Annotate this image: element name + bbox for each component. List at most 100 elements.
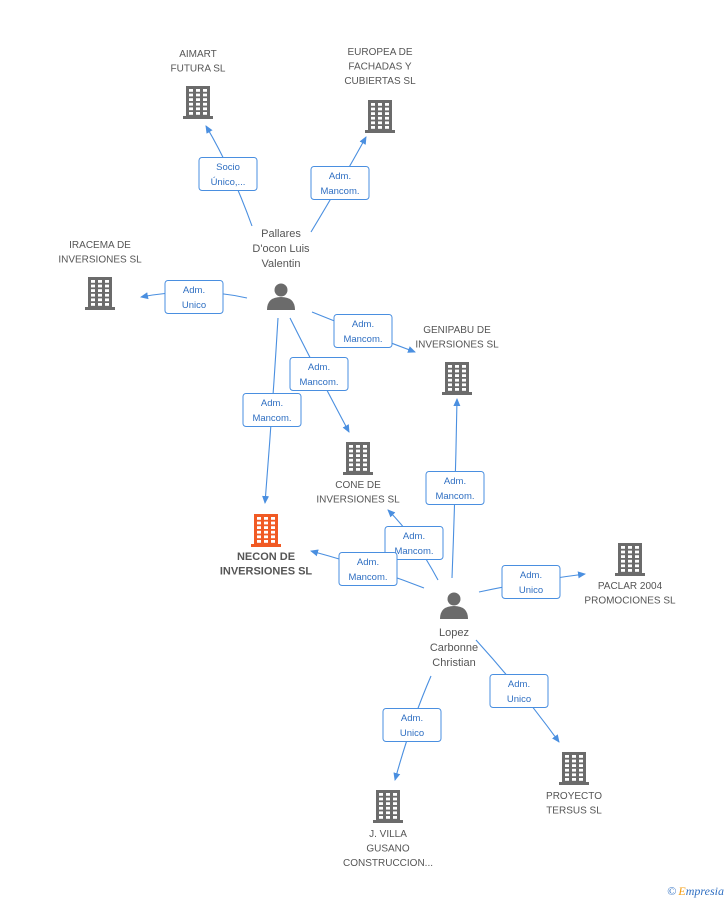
node-label-lopez: Christian (432, 657, 475, 669)
node-label-proyecto: TERSUS SL (546, 806, 602, 817)
person-icon[interactable] (440, 592, 468, 620)
edge-label-text: Adm. (183, 285, 205, 296)
edge-label-e12[interactable]: Adm. Unico (382, 708, 442, 742)
edge-label-text: Mancom. (252, 413, 291, 424)
node-label-paclar: PACLAR 2004 (598, 581, 663, 592)
edge-label-box[interactable] (289, 357, 349, 391)
edge-label-e10[interactable]: Adm. Unico (501, 565, 561, 599)
edge-label-box[interactable] (382, 708, 442, 742)
node-label-pallares: Valentin (262, 258, 301, 270)
building-icon[interactable] (559, 752, 589, 785)
node-label-villa: GUSANO (366, 844, 410, 855)
edge-label-box[interactable] (501, 565, 561, 599)
edge-label-box[interactable] (242, 393, 302, 427)
node-label-proyecto: PROYECTO (546, 791, 602, 802)
building-icon[interactable] (615, 543, 645, 576)
edge-labels-layer: SocioÚnico,...Adm.Mancom.Adm.UnicoAdm.Ma… (164, 157, 561, 742)
node-label-aimart: FUTURA SL (170, 64, 225, 75)
node-label-iracema: IRACEMA DE (69, 240, 131, 251)
edge-label-e2[interactable]: Adm. Mancom. (310, 166, 370, 200)
node-villa[interactable]: J. VILLAGUSANOCONSTRUCCION... (343, 790, 433, 869)
building-icon[interactable] (251, 514, 281, 547)
edge-label-text: Adm. (308, 362, 330, 373)
node-label-europea: CUBIERTAS SL (344, 76, 416, 87)
edge-label-e9[interactable]: Adm. Mancom. (338, 552, 398, 586)
edge-label-e11[interactable]: Adm. Unico (489, 674, 549, 708)
edge-label-text: Adm. (403, 531, 425, 542)
building-icon[interactable] (85, 277, 115, 310)
brand-logo: ©Empresia (667, 884, 724, 899)
edge-label-box[interactable] (198, 157, 258, 191)
edge-label-e6[interactable]: Adm. Mancom. (242, 393, 302, 427)
edge-label-box[interactable] (489, 674, 549, 708)
edge-label-text: Socio (216, 162, 240, 173)
edge-label-e5[interactable]: Adm. Mancom. (289, 357, 349, 391)
edge-label-e8[interactable]: Adm. Mancom. (384, 526, 444, 560)
building-icon[interactable] (343, 442, 373, 475)
edge-label-text: Adm. (357, 557, 379, 568)
node-label-paclar: PROMOCIONES SL (584, 596, 676, 607)
edge-label-text: Adm. (520, 570, 542, 581)
edge-label-box[interactable] (338, 552, 398, 586)
edge-label-box[interactable] (333, 314, 393, 348)
brand-name: mpresia (685, 884, 724, 898)
edge-label-text: Mancom. (299, 377, 338, 388)
node-label-lopez: Carbonne (430, 642, 478, 654)
edge-label-text: Adm. (508, 679, 530, 690)
brand-initial: E (678, 884, 686, 898)
edge-label-box[interactable] (310, 166, 370, 200)
person-icon[interactable] (267, 283, 295, 311)
edge-label-text: Unico (507, 694, 531, 705)
node-label-europea: FACHADAS Y (348, 62, 411, 73)
copyright-symbol: © (667, 884, 677, 898)
edge-label-box[interactable] (164, 280, 224, 314)
node-label-villa: CONSTRUCCION... (343, 858, 433, 869)
building-icon[interactable] (365, 100, 395, 133)
edge-label-text: Único,... (211, 177, 246, 188)
node-label-genipabu: GENIPABU DE (423, 325, 491, 336)
edge-label-text: Unico (182, 300, 206, 311)
edge-label-text: Mancom. (394, 546, 433, 557)
edge-label-e1[interactable]: SocioÚnico,... (198, 157, 258, 191)
edge-label-text: Adm. (444, 476, 466, 487)
edge-label-text: Adm. (329, 171, 351, 182)
nodes-layer: AIMART FUTURA SL EUROPEA DE FACHADAS Y CUBIE… (58, 47, 676, 869)
building-icon[interactable] (373, 790, 403, 823)
edge-label-text: Mancom. (348, 572, 387, 583)
node-label-pallares: Pallares (261, 228, 301, 240)
node-label-genipabu: INVERSIONES SL (415, 340, 499, 351)
edge-label-e7[interactable]: Adm. Mancom. (425, 471, 485, 505)
node-label-cone: INVERSIONES SL (316, 495, 400, 506)
edge-label-box[interactable] (425, 471, 485, 505)
edge-label-text: Mancom. (435, 491, 474, 502)
edge-label-text: Unico (400, 728, 424, 739)
edge-label-text: Mancom. (343, 334, 382, 345)
edge-label-text: Adm. (401, 713, 423, 724)
edge-label-text: Adm. (261, 398, 283, 409)
building-icon[interactable] (442, 362, 472, 395)
edge-label-e4[interactable]: Adm. Mancom. (333, 314, 393, 348)
edge-label-text: Adm. (352, 319, 374, 330)
node-label-pallares: D'ocon Luis (252, 243, 310, 255)
node-aimart[interactable]: AIMART FUTURA SL (170, 49, 226, 119)
edge-label-box[interactable] (384, 526, 444, 560)
node-cone[interactable]: CONE DE INVERSIONES SL (316, 442, 400, 506)
node-label-necon: INVERSIONES SL (220, 566, 313, 578)
edge-label-e3[interactable]: Adm. Unico (164, 280, 224, 314)
node-europea[interactable]: EUROPEA DE FACHADAS Y CUBIERTAS SL (344, 47, 416, 133)
node-genipabu[interactable]: GENIPABU DE INVERSIONES SL (415, 325, 499, 395)
edge-label-text: Mancom. (320, 186, 359, 197)
building-icon[interactable] (183, 86, 213, 119)
node-label-cone: CONE DE (335, 480, 381, 491)
node-label-lopez: Lopez (439, 627, 469, 639)
node-proyecto[interactable]: PROYECTO TERSUS SL (546, 752, 602, 817)
edge-label-text: Unico (519, 585, 543, 596)
node-label-aimart: AIMART (179, 49, 217, 60)
node-label-europea: EUROPEA DE (347, 47, 412, 58)
